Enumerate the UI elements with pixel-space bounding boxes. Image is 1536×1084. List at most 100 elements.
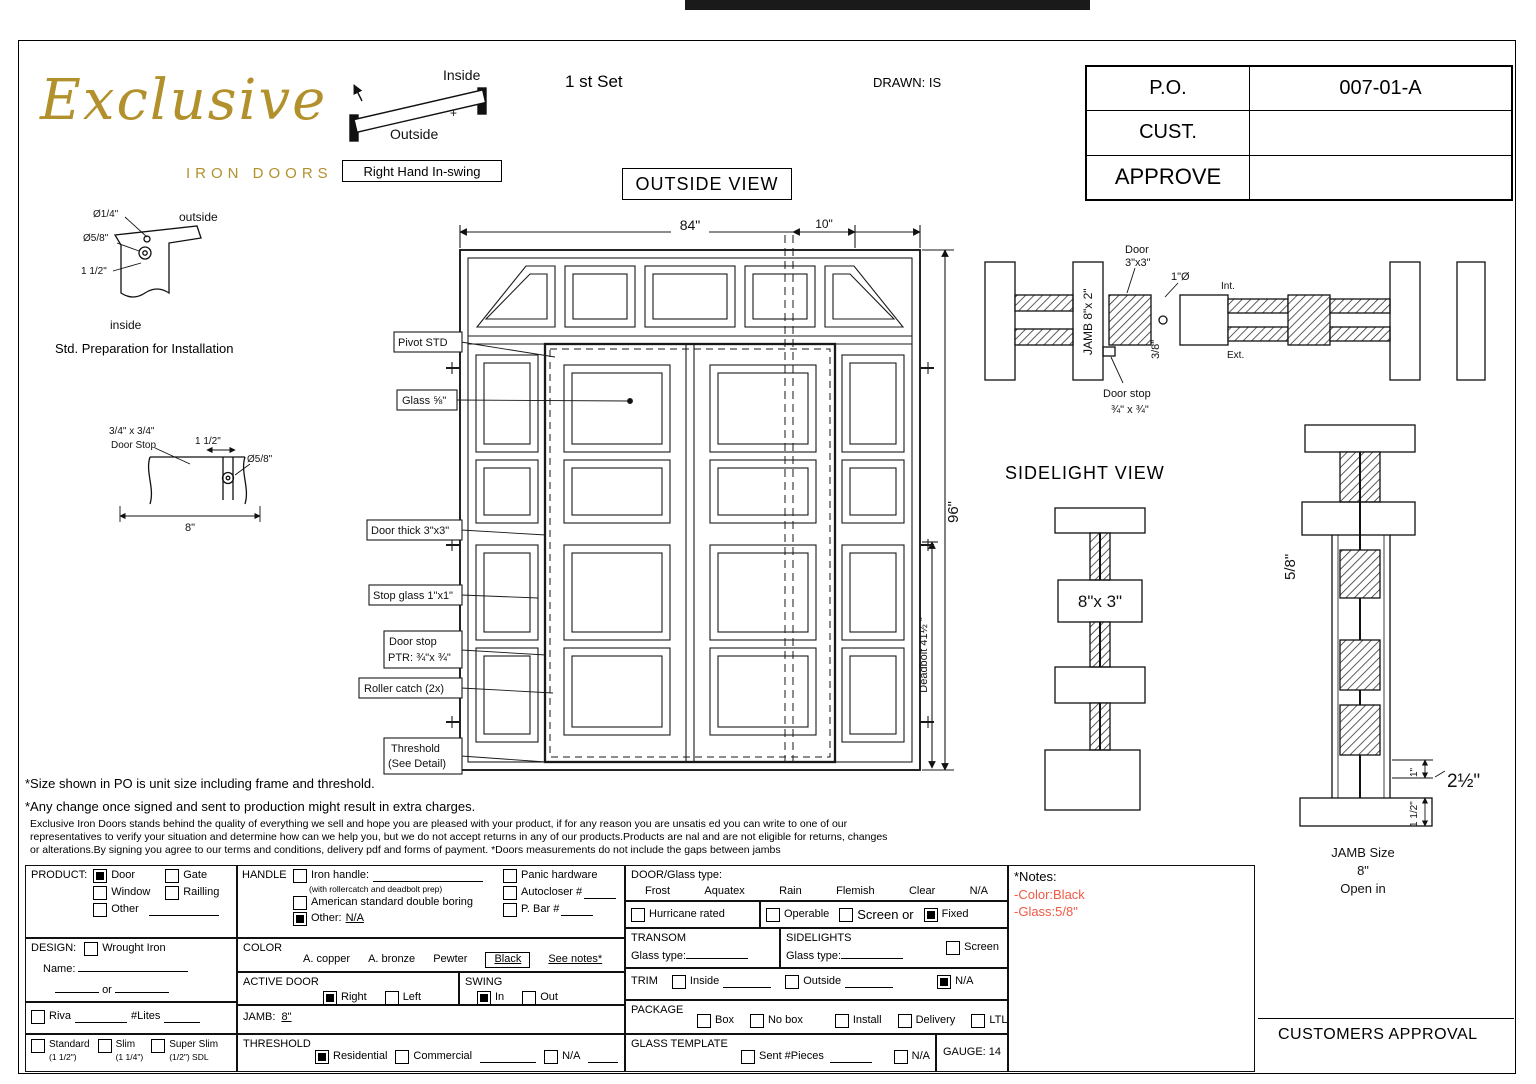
checkbox-riva[interactable]	[31, 1010, 45, 1024]
checkbox-commercial[interactable]	[395, 1050, 410, 1064]
checkbox-trim-inside[interactable]	[671, 975, 686, 989]
checkbox-delivery[interactable]	[897, 1014, 912, 1028]
label-iron-handle: Iron handle:	[311, 869, 370, 882]
checkbox-box[interactable]	[697, 1014, 711, 1028]
color-opt-pewter[interactable]: Pewter	[433, 953, 468, 965]
checkbox-autocloser[interactable]	[503, 886, 517, 900]
checkbox-right[interactable]	[323, 990, 337, 1005]
checkbox-fixed[interactable]	[923, 908, 938, 923]
set-label: 1 st Set	[565, 72, 623, 91]
checkbox-screen-or[interactable]	[839, 908, 854, 923]
checkbox-slim[interactable]	[97, 1039, 112, 1053]
checkbox-gate[interactable]	[165, 869, 180, 883]
checkbox-glass-template-na[interactable]	[893, 1050, 908, 1064]
po-value: 007-01-A	[1339, 77, 1422, 100]
label-riva: Riva	[49, 1010, 72, 1023]
label-left: Left	[402, 990, 422, 1003]
design-or-blank-2[interactable]	[114, 982, 169, 993]
autocloser-blank[interactable]	[584, 888, 617, 899]
transom-glass-blank[interactable]	[686, 948, 749, 959]
label-window: Window	[111, 886, 151, 899]
notes-cell: *Notes: -Color:Black -Glass:5/8"	[1008, 865, 1255, 1072]
label-railing: Railling	[183, 886, 220, 899]
checkbox-ltl[interactable]	[971, 1014, 986, 1028]
checkbox-pbar[interactable]	[503, 903, 517, 917]
checkbox-left[interactable]	[384, 990, 399, 1005]
checkbox-wrought-iron[interactable]	[84, 942, 99, 956]
checkbox-door[interactable]	[93, 869, 108, 883]
notes-title: *Notes:	[1014, 869, 1057, 884]
panic-hardware-option: Panic hardware	[503, 869, 597, 883]
trim-inside-blank[interactable]	[723, 977, 772, 988]
approve-value[interactable]	[1250, 156, 1511, 199]
riva-option: Riva	[31, 1010, 71, 1024]
color-opt-copper[interactable]: A. copper	[303, 953, 351, 965]
checkbox-panic-hardware[interactable]	[503, 869, 517, 883]
sidelights-glass-blank[interactable]	[841, 948, 904, 959]
checkbox-handle-other[interactable]	[293, 911, 307, 926]
checkbox-swing-in[interactable]	[477, 990, 491, 1005]
commercial-blank[interactable]	[480, 1052, 537, 1063]
checkbox-railing[interactable]	[165, 886, 180, 900]
iron-handle-blank[interactable]	[373, 871, 484, 882]
trim-na-option: N/A	[937, 975, 974, 989]
color-label: COLOR	[243, 942, 283, 954]
package-label: PACKAGE	[631, 1004, 684, 1016]
checkbox-super-slim[interactable]	[151, 1039, 166, 1053]
dim-width-84: 84"	[680, 217, 701, 233]
cust-value[interactable]	[1250, 111, 1511, 154]
label-fixed: Fixed	[941, 908, 969, 921]
glass-template-label: GLASS TEMPLATE	[631, 1038, 728, 1050]
riva-blank[interactable]	[75, 1012, 128, 1023]
swing-out-option: Out	[522, 990, 558, 1005]
trim-outside-blank[interactable]	[845, 977, 894, 988]
design-name-blank[interactable]	[78, 961, 189, 972]
label-sent-pieces: Sent #Pieces	[759, 1050, 824, 1063]
sent-pieces-blank[interactable]	[829, 1052, 872, 1063]
checkbox-standard[interactable]	[31, 1039, 45, 1053]
label-panic-hardware: Panic hardware	[521, 869, 598, 882]
label-standard: Standard	[49, 1039, 90, 1050]
checkbox-product-other[interactable]	[93, 903, 108, 917]
glass-opt-clear[interactable]: Clear	[908, 884, 936, 897]
jamb-dim-2half: 2½"	[1447, 771, 1480, 792]
note-size: *Size shown in PO is unit size including…	[25, 776, 375, 791]
checkbox-install[interactable]	[834, 1014, 849, 1028]
checkbox-trim-na[interactable]	[937, 975, 952, 989]
glass-opt-na[interactable]: N/A	[969, 884, 988, 897]
lites-blank[interactable]	[164, 1012, 201, 1023]
checkbox-window[interactable]	[93, 886, 108, 900]
checkbox-trim-outside[interactable]	[785, 975, 800, 989]
jamb-size-value: 8"	[1357, 863, 1369, 878]
label-screen-or: Screen or	[857, 907, 914, 922]
label-nobox: No box	[767, 1014, 803, 1027]
checkbox-residential[interactable]	[315, 1050, 329, 1064]
plan-section-drawing: Door 3"x3" 1"Ø Int. Ext. 3/8" JAMB 8"x 2…	[984, 244, 1486, 416]
checkbox-hurricane[interactable]	[631, 908, 645, 922]
label-delivery: Delivery	[915, 1014, 956, 1027]
checkbox-operable[interactable]	[766, 908, 780, 923]
glass-opt-aquatex[interactable]: Aquatex	[704, 884, 745, 897]
callout-threshold-1: Threshold	[391, 743, 440, 755]
checkbox-american-standard[interactable]	[293, 895, 307, 910]
checkbox-sent-pieces[interactable]	[741, 1050, 755, 1064]
glass-opt-frost[interactable]: Frost	[645, 884, 671, 897]
checkbox-iron-handle[interactable]	[293, 869, 307, 883]
checkbox-swing-out[interactable]	[522, 990, 537, 1005]
threshold-na-blank[interactable]	[588, 1052, 619, 1063]
approval-signature-line[interactable]	[1258, 1018, 1514, 1019]
glass-opt-rain[interactable]: Rain	[779, 884, 802, 897]
checkbox-threshold-na[interactable]	[544, 1050, 559, 1064]
design-or-blank-1[interactable]	[55, 982, 99, 993]
glass-opt-flemish[interactable]: Flemish	[836, 884, 875, 897]
handle-other-value: N/A	[345, 911, 364, 924]
pbar-blank[interactable]	[561, 905, 594, 916]
color-opt-bronze[interactable]: A. bronze	[368, 953, 416, 965]
sheet-border	[18, 40, 1516, 1074]
product-other-blank[interactable]	[148, 905, 219, 916]
label-pbar: P. Bar #	[521, 903, 560, 916]
product-window-option: Window	[93, 886, 155, 900]
color-selected-black[interactable]: Black	[485, 952, 531, 968]
checkbox-nobox[interactable]	[749, 1014, 764, 1028]
checkbox-sidelight-screen[interactable]	[946, 941, 961, 955]
